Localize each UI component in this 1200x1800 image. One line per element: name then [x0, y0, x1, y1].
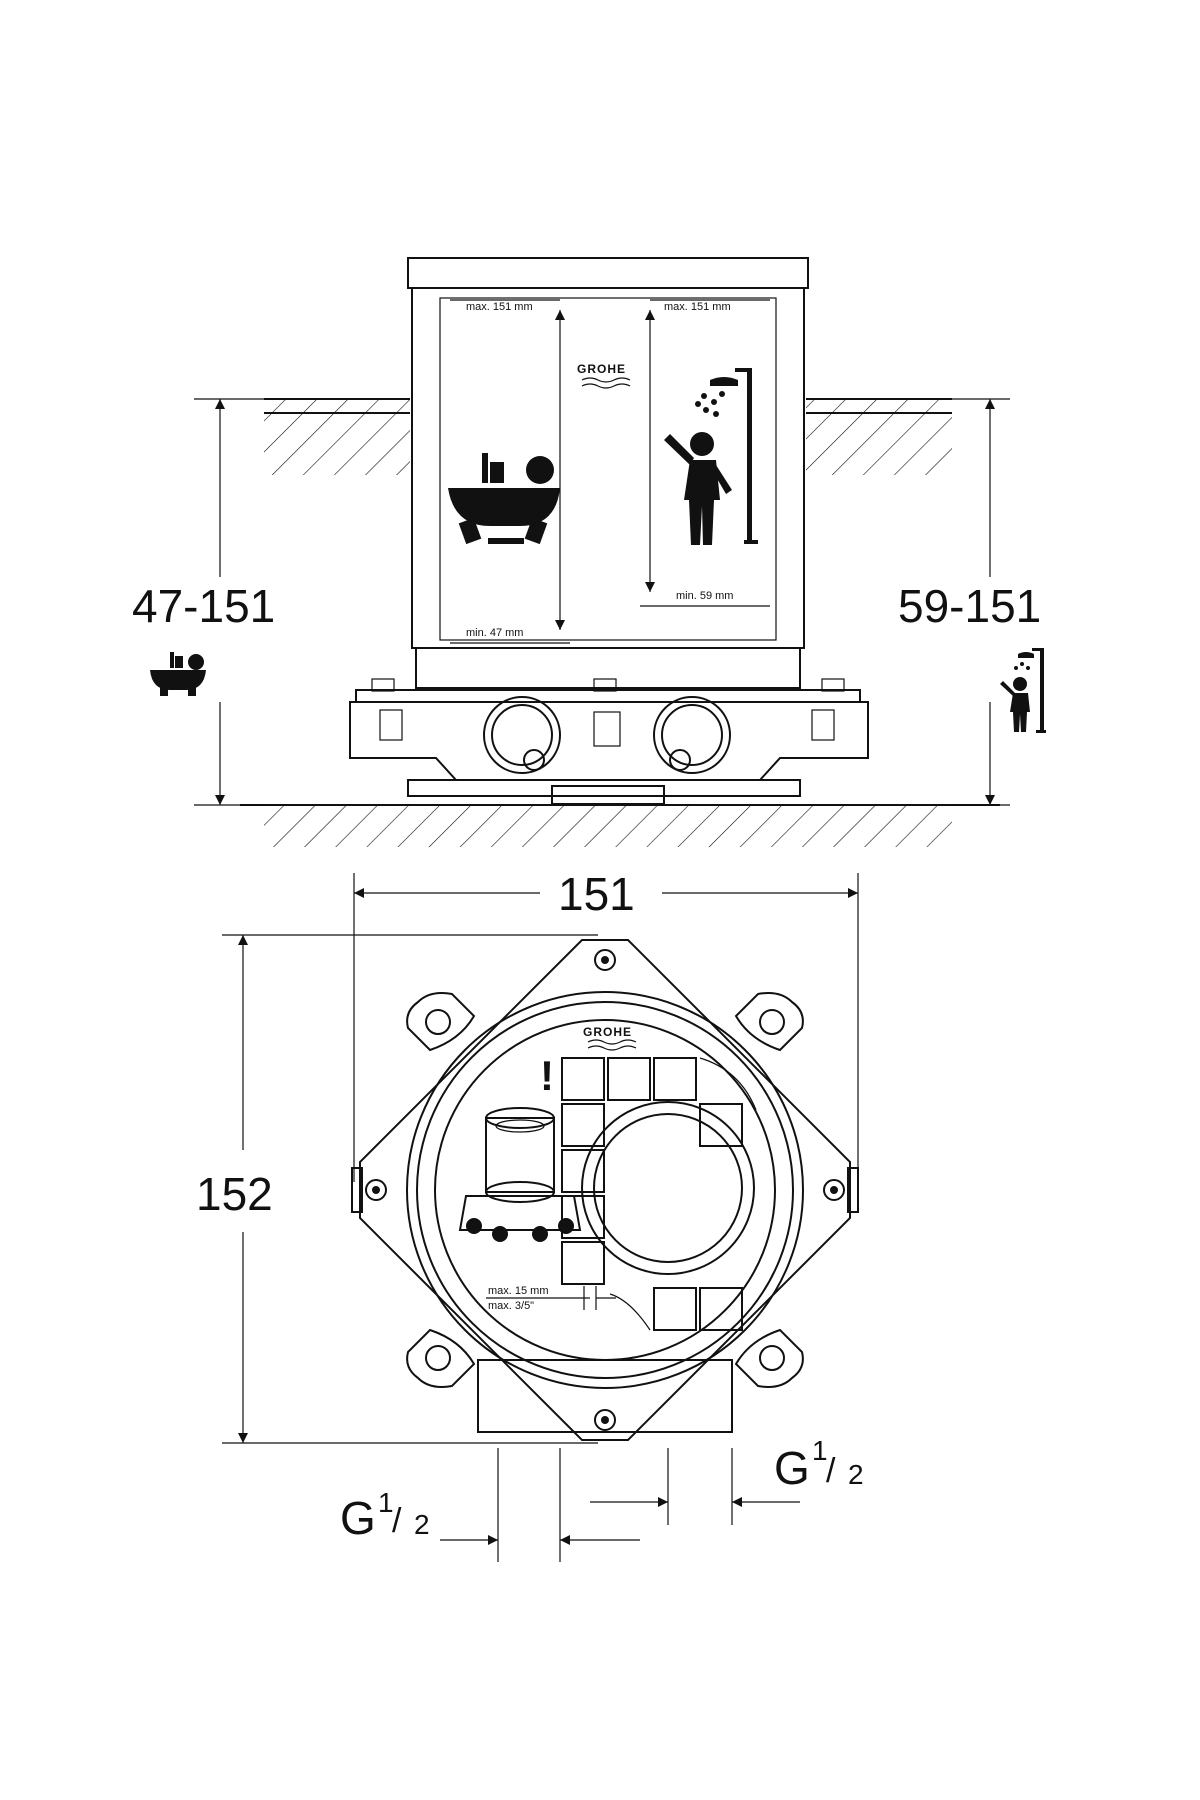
connection-dimension-left [440, 1448, 640, 1562]
thread-numerator: 1 [378, 1487, 394, 1518]
shower-icon [664, 368, 758, 545]
tile-grid [561, 1057, 757, 1331]
dimension-height [222, 934, 598, 1444]
dimension-width-label: 151 [558, 868, 635, 920]
dimension-right [952, 398, 1010, 806]
thread-slash: / [392, 1502, 402, 1540]
thread-g: G [340, 1492, 376, 1544]
valve-body [349, 678, 869, 805]
tile-thickness-annotation [486, 1286, 616, 1310]
mounting-box [407, 257, 809, 689]
brand-logo-side: GROHE [577, 362, 626, 376]
cartridge-opening [581, 1101, 755, 1275]
wall-surface-right [806, 398, 952, 475]
logo-wave [587, 1045, 637, 1051]
dimension-left-label: 47-151 [132, 580, 275, 632]
dimension-left [194, 398, 264, 806]
mounting-ear-br [734, 1328, 804, 1388]
thread-numerator: 1 [812, 1435, 828, 1466]
cartridge-icon [458, 1107, 582, 1242]
thread-g: G [774, 1442, 810, 1494]
connection-right-label: G 1 / 2 [774, 1435, 864, 1494]
flange-body [351, 939, 859, 1441]
logo-wave [581, 377, 631, 383]
dimension-right-label: 59-151 [898, 580, 1041, 632]
min-label-left: min. 47 mm [466, 627, 523, 639]
thread-denominator: 2 [414, 1509, 430, 1540]
connection-dimension-right [590, 1448, 800, 1525]
max-label-left: max. 151 mm [466, 301, 533, 313]
bathtub-icon [448, 453, 560, 545]
top-view: 151 152 [196, 868, 864, 1562]
base-floor [240, 804, 1000, 847]
thread-denominator: 2 [848, 1459, 864, 1490]
thread-slash: / [826, 1452, 836, 1490]
dimension-height-label: 152 [196, 1168, 273, 1220]
warning-icon: ! [540, 1052, 554, 1099]
mounting-ear-tl [406, 992, 476, 1052]
mounting-ear-tr [734, 992, 804, 1052]
tile-max-in: max. 3/5" [488, 1300, 534, 1312]
logo-wave [581, 383, 631, 389]
side-view: max. 151 mm max. 151 mm min. 47 mm min. … [132, 257, 1046, 847]
shower-icon-small [1000, 648, 1046, 733]
logo-wave [587, 1039, 637, 1045]
dimension-width [353, 873, 859, 1182]
brand-logo-top: GROHE [583, 1025, 632, 1039]
bathtub-icon-small [150, 652, 206, 696]
tile-max-mm: max. 15 mm [488, 1285, 549, 1297]
mounting-ear-bl [406, 1328, 476, 1388]
min-label-right: min. 59 mm [676, 590, 733, 602]
wall-surface-left [264, 398, 410, 475]
connection-left-label: G 1 / 2 [340, 1487, 430, 1544]
max-label-right: max. 151 mm [664, 301, 731, 313]
